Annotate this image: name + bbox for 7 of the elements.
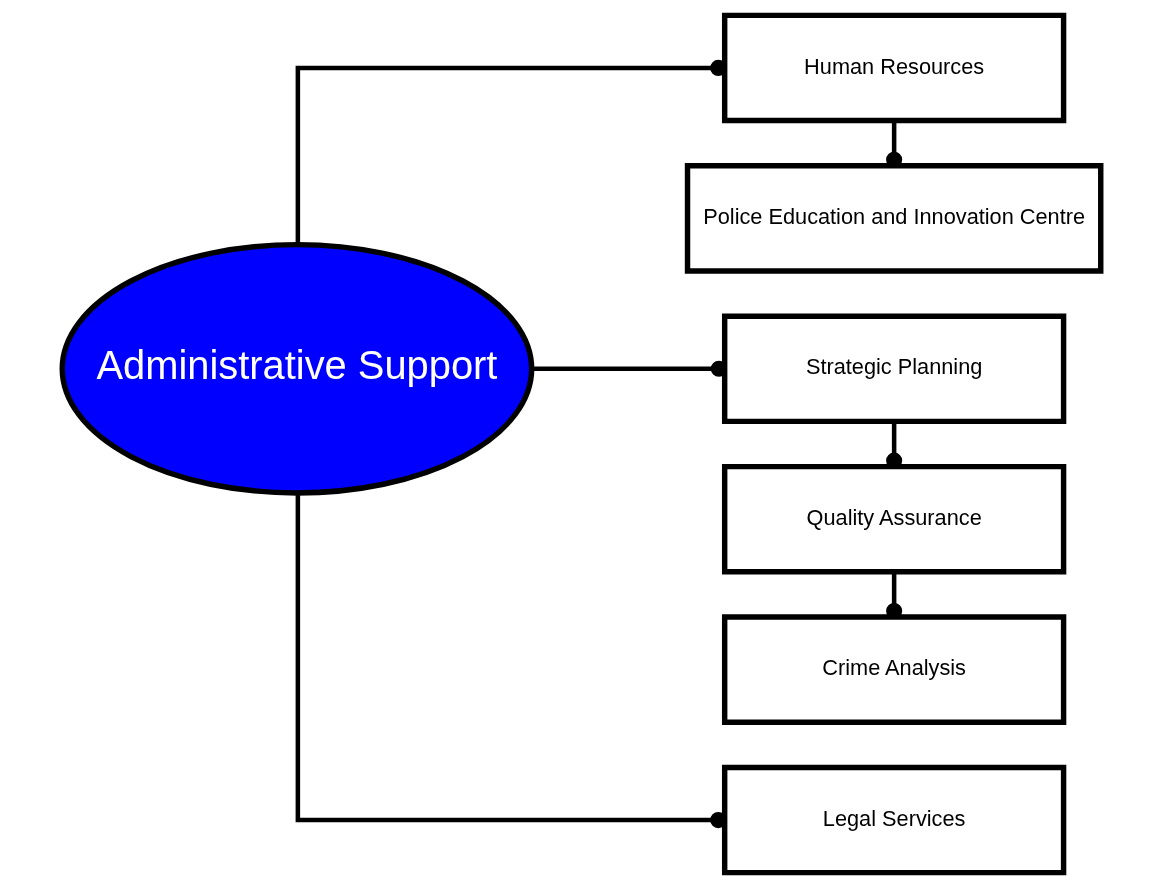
node-ellipse: Administrative Support	[59, 241, 534, 496]
node-box: Police Education and Innovation Centre	[684, 163, 1103, 274]
node-box: Strategic Planning	[721, 313, 1066, 425]
node-box: Legal Services	[721, 764, 1066, 876]
node-box: Human Resources	[721, 12, 1066, 124]
node-box: Quality Assurance	[721, 463, 1066, 575]
node-box: Crime Analysis	[721, 614, 1066, 725]
